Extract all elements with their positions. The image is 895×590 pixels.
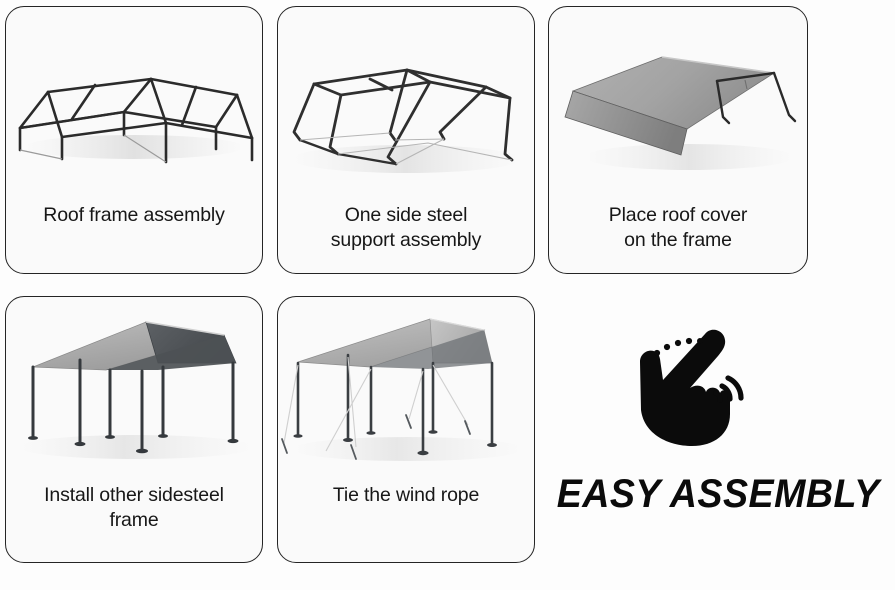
caption-line: Roof frame assembly (43, 204, 225, 226)
step-card-roof-cover[interactable]: Place roof cover on the frame (548, 6, 808, 274)
side-support-illustration (278, 7, 534, 197)
easy-assembly-label: EASY ASSEMBLY (556, 472, 880, 516)
caption-line: One side steel (344, 204, 468, 226)
caption-line: Install other sidesteel (44, 484, 224, 506)
carport-dark-roof-illustration (6, 297, 262, 477)
roof-cover-illustration (549, 7, 807, 197)
caption-line: on the frame (624, 229, 732, 251)
caption-line: Place roof cover (608, 204, 748, 226)
easy-assembly-block: EASY ASSEMBLY (548, 300, 880, 550)
step-caption-other-sidesteel: Install other sidesteel frame (6, 483, 262, 533)
step-caption-wind-rope: Tie the wind rope (278, 483, 534, 508)
carport-with-ropes-illustration (278, 297, 534, 477)
roof-frame-illustration (6, 7, 262, 197)
hand-tap-icon (610, 322, 760, 452)
step-caption-side-support: One side steel support assembly (278, 203, 534, 253)
step-card-roof-frame[interactable]: Roof frame assembly (5, 6, 263, 274)
step-caption-roof-frame: Roof frame assembly (6, 203, 262, 228)
caption-line: frame (109, 509, 159, 531)
step-caption-roof-cover: Place roof cover on the frame (549, 203, 807, 253)
step-card-other-sidesteel[interactable]: Install other sidesteel frame (5, 296, 263, 563)
caption-line: support assembly (330, 229, 482, 251)
caption-line: Tie the wind rope (332, 484, 480, 506)
step-card-side-support[interactable]: One side steel support assembly (277, 6, 535, 274)
step-card-wind-rope[interactable]: Tie the wind rope (277, 296, 535, 563)
